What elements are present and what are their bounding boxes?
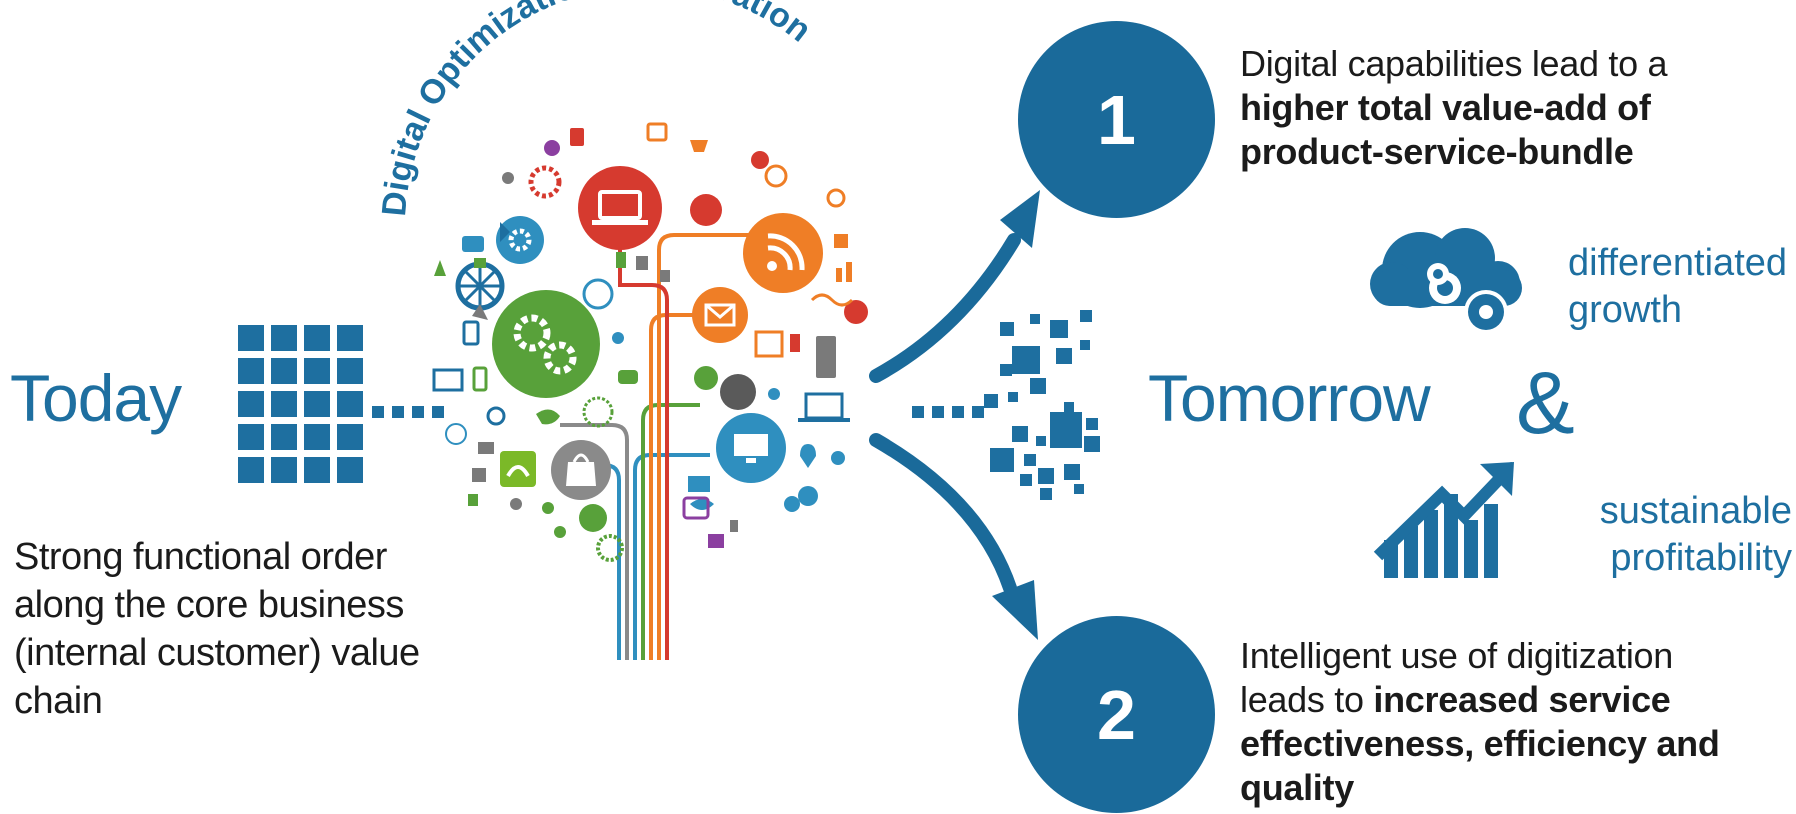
red-gear-icon	[528, 165, 562, 199]
outcome-differentiated-growth: differentiated growth	[1568, 242, 1788, 331]
monitor-icon	[716, 413, 786, 483]
small-icons-cluster	[432, 122, 868, 548]
globe-icon	[720, 374, 756, 410]
cloud-gears-icon	[1370, 228, 1522, 334]
dotted-connector-right	[912, 406, 984, 418]
today-description: Strong functional order along the core b…	[14, 536, 420, 722]
small-gear-icon	[596, 534, 624, 562]
today-label: Today	[10, 361, 182, 435]
growth-chart-icon	[1373, 462, 1514, 578]
statement-2-plain: Intelligent use of digitization leads to	[1240, 635, 1673, 720]
shopping-bag-icon	[551, 440, 611, 500]
arrow-down	[869, 433, 1017, 595]
grid-icon	[238, 325, 363, 483]
arrow-up	[869, 233, 1021, 383]
mail-icon	[692, 287, 748, 343]
arrow-down-head	[992, 580, 1038, 640]
statement-1: Digital capabilities lead to a higher to…	[1240, 42, 1760, 174]
statement-1-plain: Digital capabilities lead to a	[1240, 43, 1668, 84]
scattered-squares-icon	[984, 310, 1100, 500]
outcome-sustainable-profitability: sustainable profitability	[1599, 490, 1792, 579]
mic-icon	[579, 504, 607, 532]
gears-icon	[492, 290, 600, 398]
red-node-icon	[690, 194, 722, 226]
statement-2: Intelligent use of digitization leads to…	[1240, 634, 1760, 810]
ampersand: &	[1516, 353, 1575, 452]
rss-icon	[743, 213, 823, 293]
statement-2-bold: increased service effectiveness, efficie…	[1240, 679, 1720, 808]
paper-plane-icon	[472, 304, 488, 320]
arrow-up-head	[1000, 190, 1040, 248]
statement-1-bold: higher total value-add of product-servic…	[1240, 87, 1651, 172]
settings-icon	[496, 216, 544, 264]
wheel-icon	[455, 261, 505, 311]
green-node-icon	[694, 366, 718, 390]
tree-trunk	[560, 233, 760, 660]
step-number-1: 1	[1018, 21, 1215, 218]
dotted-connector-left	[372, 406, 444, 418]
headset-icon	[500, 451, 536, 487]
tomorrow-label: Tomorrow	[1148, 361, 1431, 435]
laptop-icon	[578, 166, 662, 250]
step-number-2: 2	[1018, 616, 1215, 813]
